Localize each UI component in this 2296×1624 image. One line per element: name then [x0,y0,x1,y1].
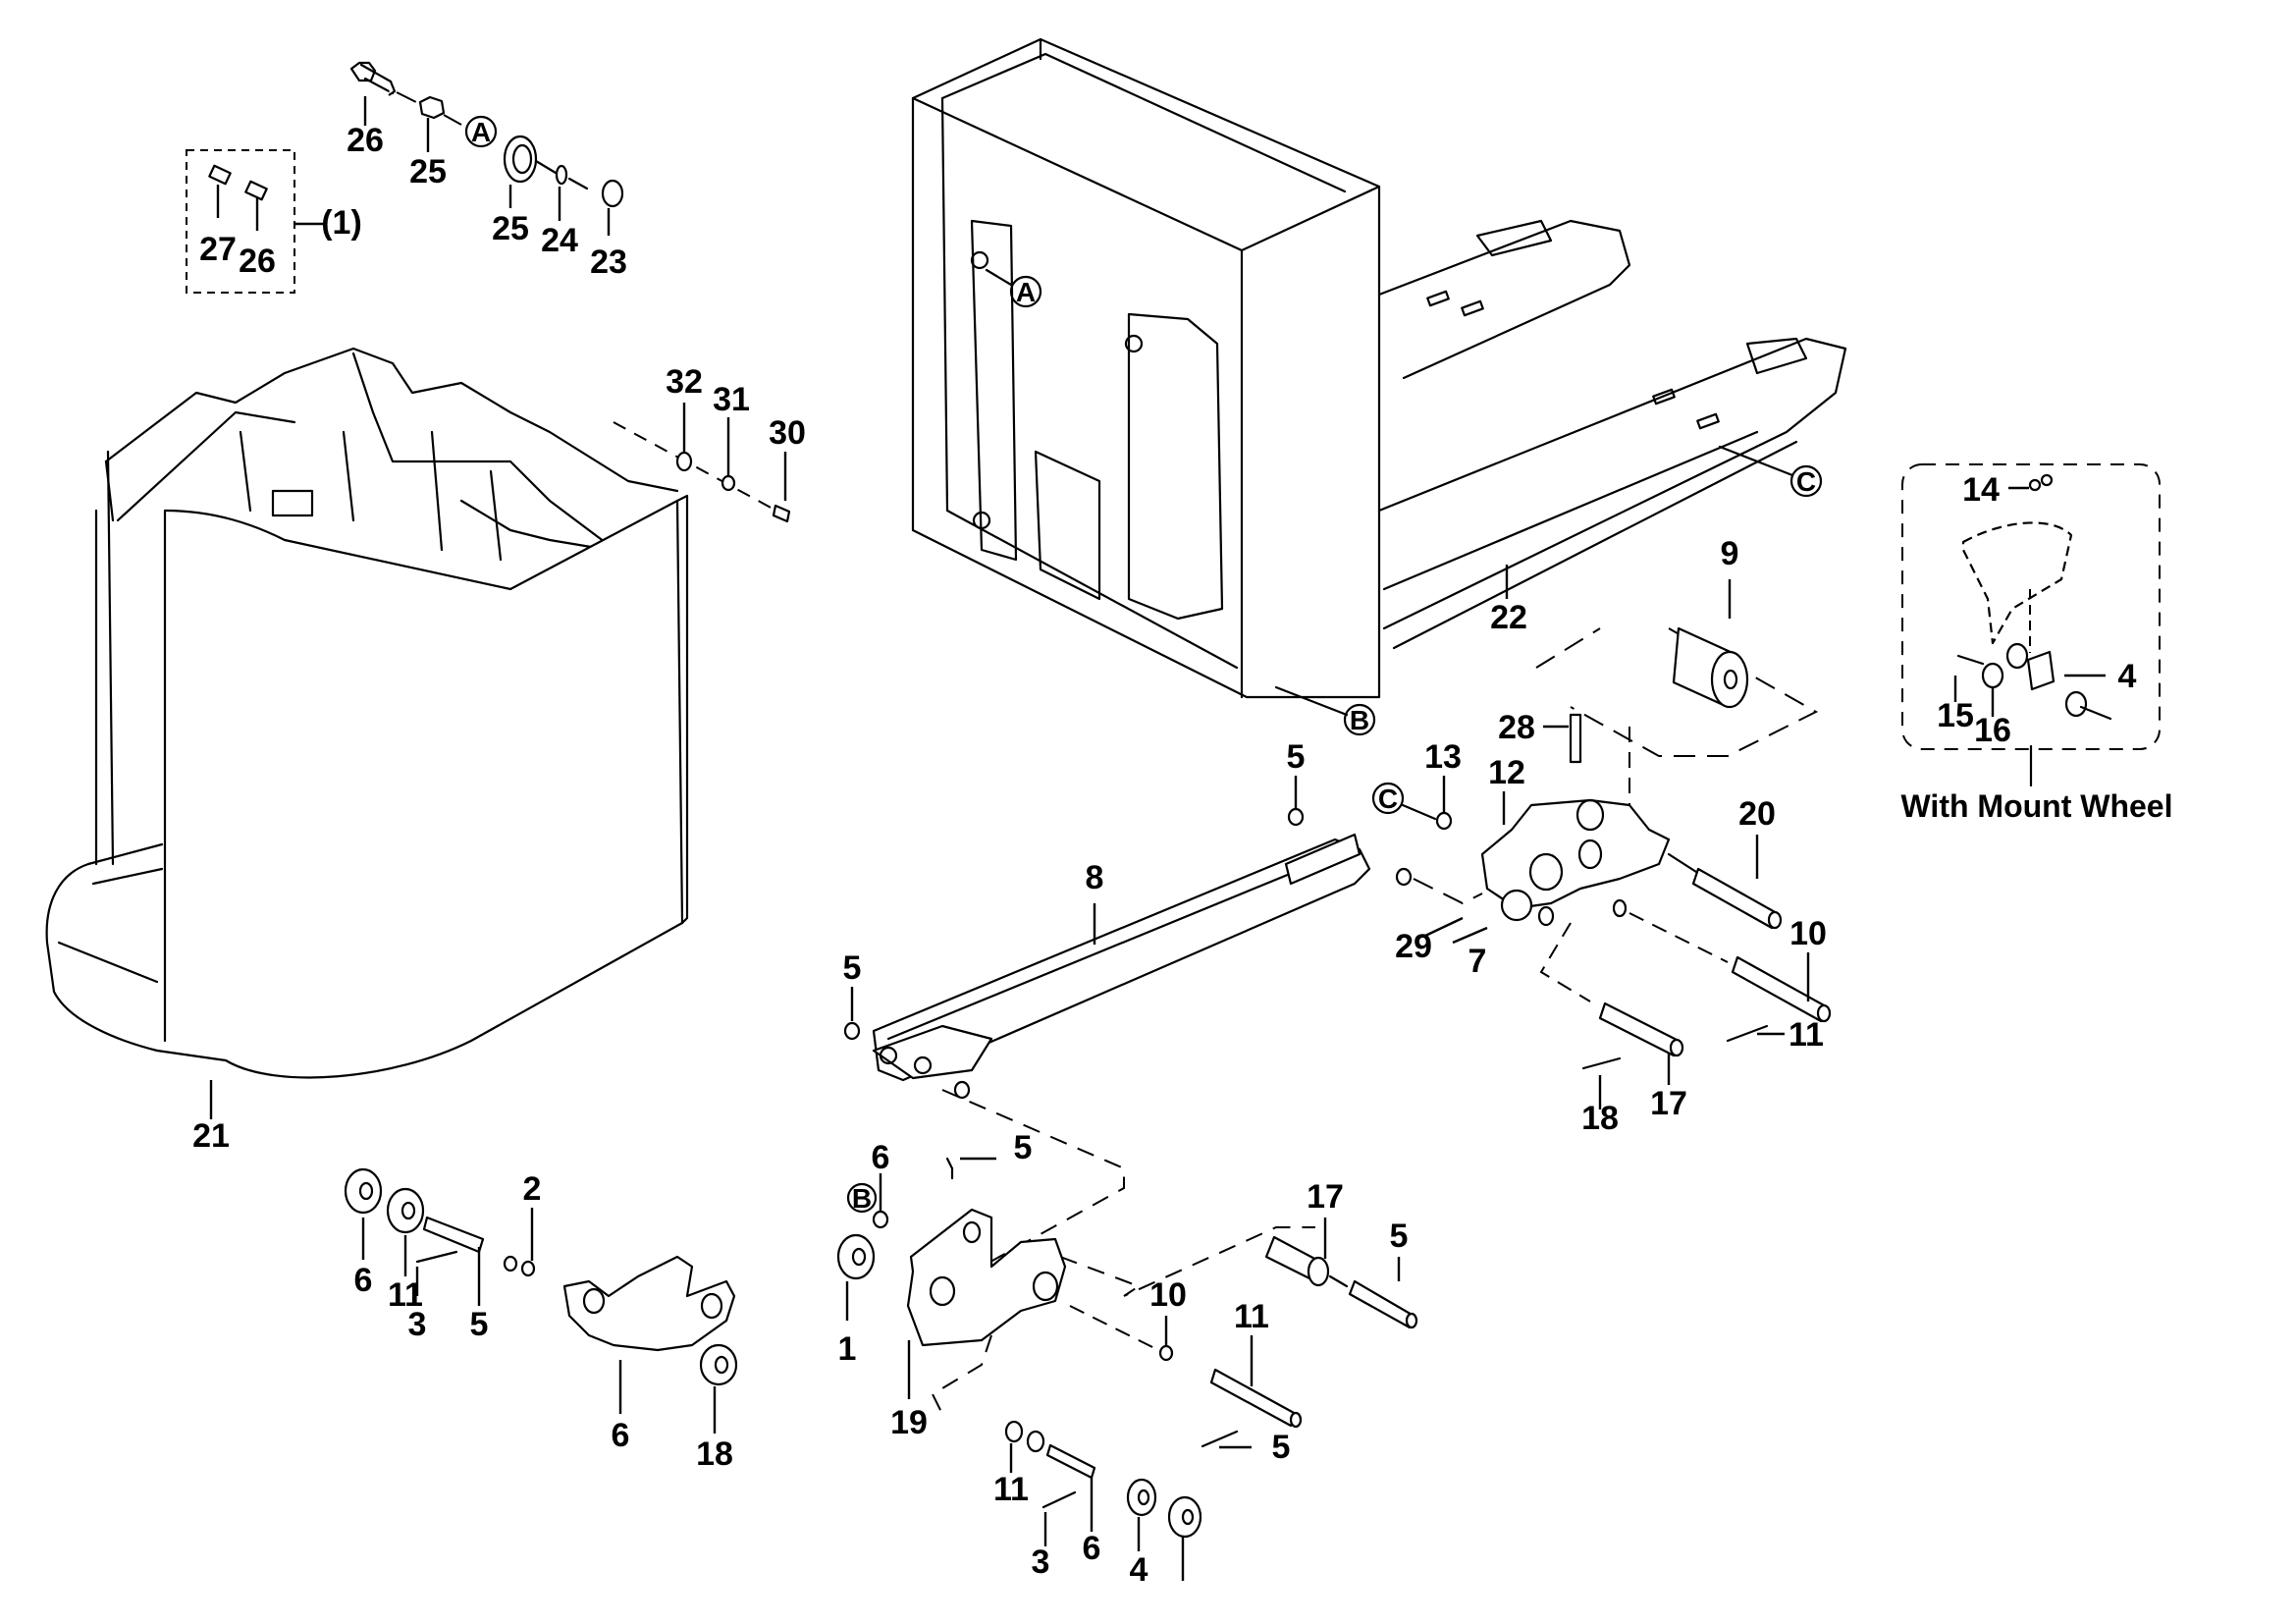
callout-12: 12 [1488,754,1525,791]
callout-6: 1 [838,1330,857,1368]
callout-2: 6 [612,1417,630,1454]
callout-13: 14 [1962,471,2000,509]
callout-14: 15 [1937,697,1974,734]
callout-19: 17 [1307,1178,1344,1216]
callout-4: 6 [354,1262,373,1299]
callout-17: 17 [1650,1085,1687,1122]
callout-31: 31 [713,381,750,418]
callout-18: 5 [1014,1129,1033,1166]
callout-26: 26 [347,122,384,159]
callout-7: 7 [1468,943,1487,980]
cover-21: 21 [45,347,689,1155]
callout-11: 3 [1032,1543,1050,1581]
callout-18: 18 [1581,1100,1619,1137]
ref-marker-c: C [1796,466,1816,497]
callout-26: 26 [239,243,276,280]
callout-25: 25 [492,210,529,247]
callout-1: 19 [890,1404,928,1441]
callout-29: 29 [1395,928,1432,965]
callout-6: 11 [388,1276,423,1314]
callout-30: 30 [769,414,806,452]
callout-11: 3 [408,1306,427,1343]
callout-20: 20 [1738,795,1776,833]
callout-6: 4 [1130,1551,1148,1589]
hardware-group-a: A 26 25 25 24 23 [347,61,627,281]
callout-27: 27 [199,231,237,268]
callout-23: 23 [590,244,627,281]
ref-marker-a: A [471,117,491,147]
callout-17: 5 [1390,1218,1409,1255]
callout-3: 5 [470,1306,489,1343]
callout-9: 9 [1721,535,1739,572]
callout-5: 6 [872,1139,890,1176]
callout-5: 5 [843,949,862,987]
mount-wheel-option: 14 15 16 4 With Mount Wheel [1901,463,2173,824]
callout-24: 24 [541,222,578,259]
callout-10: 10 [1789,915,1827,952]
callout-5: 10 [1149,1276,1187,1314]
callout-11: 11 [1789,1016,1824,1054]
link-rod-8: 8 5 5 [843,738,1413,1100]
callout-21: 21 [192,1117,230,1155]
callout-11: 5 [1272,1429,1291,1466]
ref-marker-b: B [1350,705,1369,735]
ref-marker-a: A [1016,277,1036,307]
callout-5: 11 [993,1471,1029,1508]
callout-3: 6 [1083,1530,1101,1567]
callout-32: 32 [666,363,703,401]
arm-2-group: 6 11 3 5 2 6 18 [344,1167,738,1473]
lever-12-group: 28 12 13 C 29 7 20 10 11 17 18 [1371,709,1832,1137]
option-caption: With Mount Wheel [1901,788,2173,824]
callout-28: 28 [1498,709,1535,746]
callout-10: 11 [1234,1298,1269,1335]
callout-5: 2 [523,1170,542,1208]
callout-6: 18 [696,1435,733,1473]
ref-marker-c: C [1378,784,1398,814]
callout-5: 13 [1424,738,1462,776]
chassis-22: 22 A B C [911,37,1847,736]
callout-25: 25 [409,153,447,190]
kit-group-1: 27 26 (1) [186,149,362,294]
callout-kit-1: (1) [321,204,362,242]
ref-marker-b: B [852,1183,872,1214]
callout-8: 8 [1086,859,1104,896]
callout-15: 16 [1974,712,2011,749]
callout-22: 22 [1490,599,1527,636]
callout-16: 4 [2118,658,2137,695]
callout-5: 5 [1287,738,1306,776]
arm-1-group: B 5 6 1 19 17 5 10 11 5 [836,1089,1418,1589]
hardware-group-30: 32 31 30 [613,363,806,523]
